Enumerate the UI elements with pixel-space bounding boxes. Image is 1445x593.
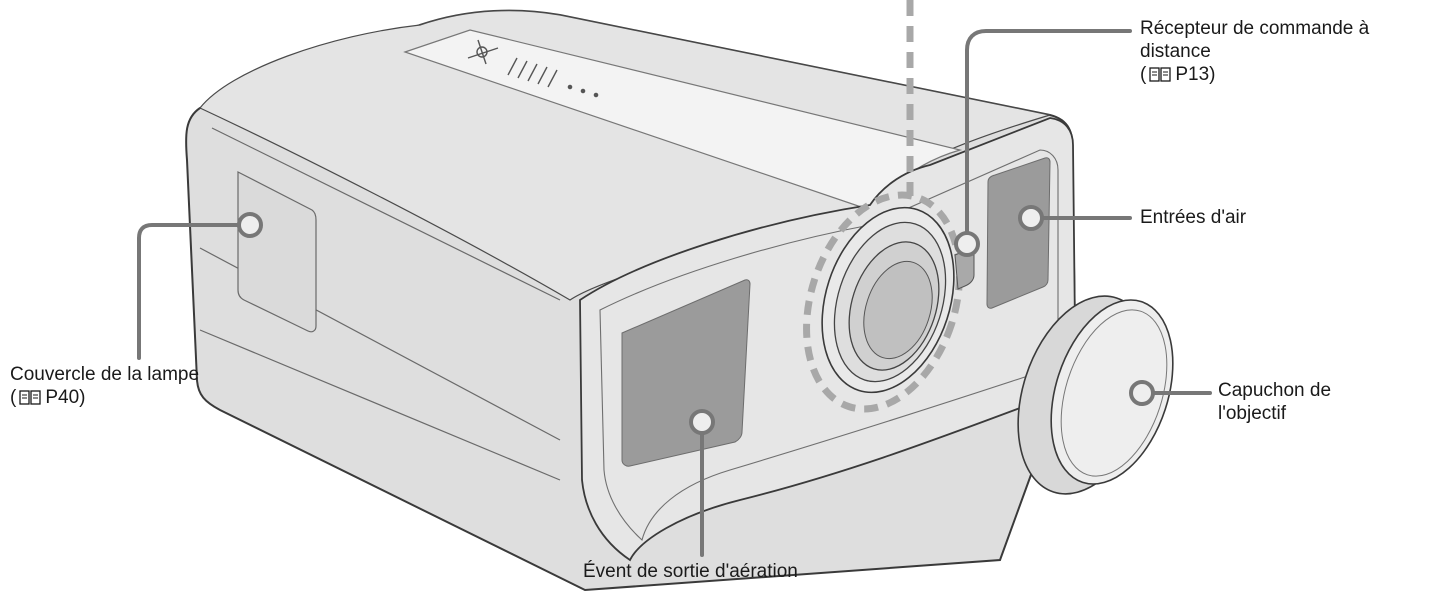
marker-exhaust-vent: [689, 409, 715, 435]
page-reference: (P13): [1140, 64, 1216, 85]
page-reference: (P40): [10, 387, 86, 408]
label-remote-receiver-line2: distance: [1140, 41, 1211, 62]
label-lens-cap-line2: l'objectif: [1218, 403, 1287, 424]
book-icon: [19, 390, 41, 405]
marker-remote-receiver: [954, 231, 980, 257]
lens-highlight-outline: [803, 191, 963, 413]
lamp-cover-panel: [237, 171, 317, 333]
label-exhaust-vent: Évent de sortie d'aération: [583, 561, 798, 582]
book-icon: [1149, 67, 1171, 82]
page-ref-p13: P13: [1175, 64, 1210, 85]
label-remote-receiver-line1: Récepteur de commande à: [1140, 18, 1370, 39]
marker-lamp-cover: [237, 212, 263, 238]
exhaust-vent-grille: [621, 279, 751, 467]
page-ref-p40: P40: [45, 387, 80, 408]
remote-receiver-window: [954, 246, 975, 290]
label-lamp-cover-line1: Couvercle de la lampe: [10, 364, 200, 385]
lens-assembly: [821, 206, 955, 394]
leader-remote-receiver: [965, 29, 1132, 246]
label-air-intake: Entrées d'air: [1140, 207, 1247, 228]
label-lamp-cover: Couvercle de la lampe (P40): [10, 363, 199, 409]
leader-lamp-cover: [137, 223, 252, 360]
marker-air-intake: [1018, 205, 1044, 231]
label-remote-receiver: Récepteur de commande à distance (P13): [1140, 17, 1369, 86]
lens-cap: [1017, 295, 1174, 495]
control-buttons-icon: [467, 39, 599, 98]
marker-lens-cap: [1129, 380, 1155, 406]
label-lens-cap: Capuchon de l'objectif: [1218, 379, 1331, 425]
label-lens-cap-line1: Capuchon de: [1218, 380, 1332, 401]
air-intake-grille: [986, 157, 1051, 309]
